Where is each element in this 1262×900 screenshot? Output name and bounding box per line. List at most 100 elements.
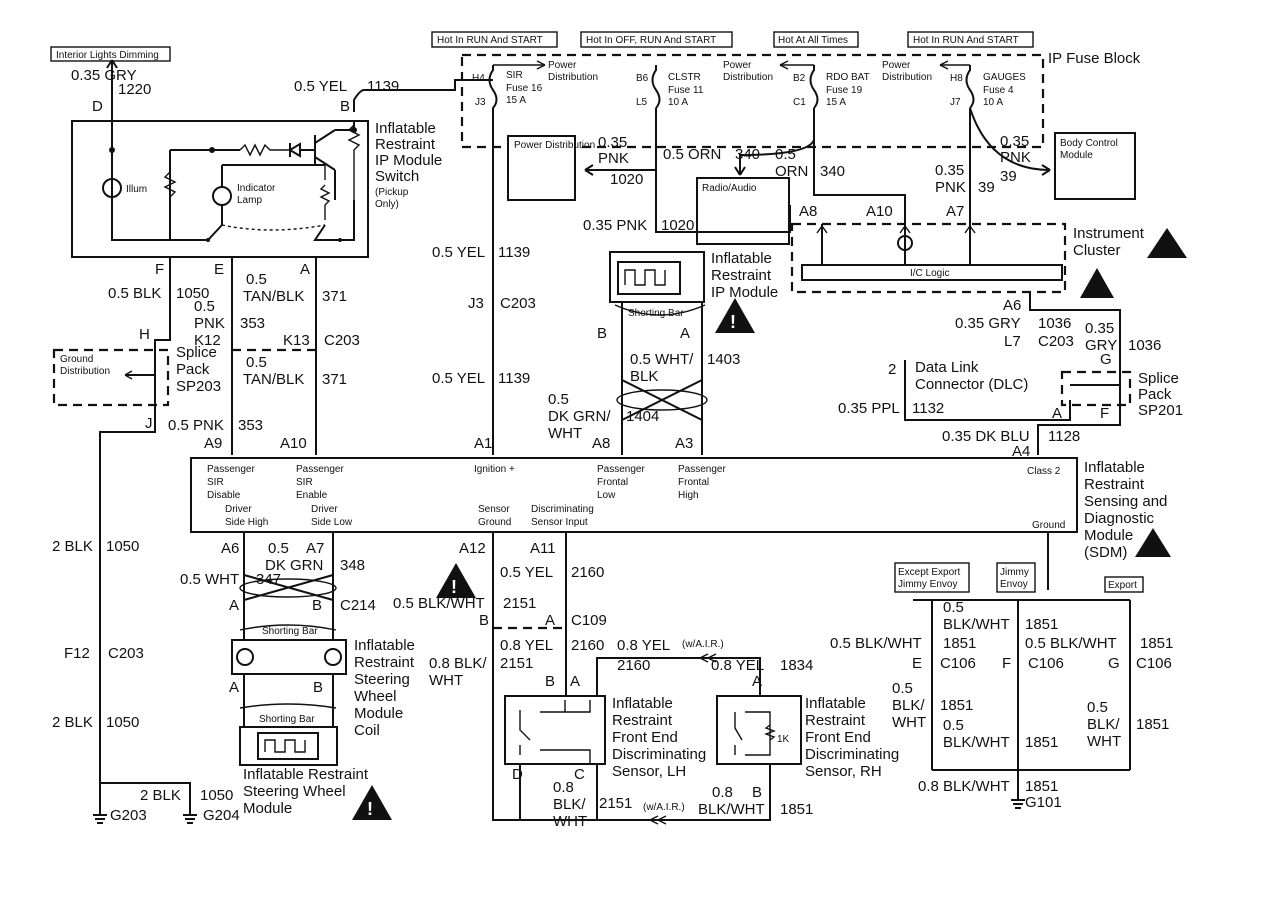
fuse4-symbol — [965, 65, 975, 109]
fuse2-pin-top: B6 — [636, 73, 649, 84]
warning-triangle-icon — [715, 298, 755, 333]
svg-text:C203: C203 — [324, 332, 360, 349]
front-sensors: ! A12 A11 0.5 YEL 2160 0.5 BLK/WHT 2151 … — [393, 532, 899, 830]
warning-triangle-icon-2 — [352, 785, 392, 820]
svg-text:Disable: Disable — [207, 490, 241, 501]
sdm-box — [190, 457, 1078, 533]
fuse1-pin-bot: J3 — [475, 97, 486, 108]
svg-text:1128: 1128 — [1048, 428, 1080, 445]
header-dimming: Interior Lights Dimming — [56, 50, 159, 61]
svg-text:1050: 1050 — [106, 538, 139, 555]
svg-text:D: D — [512, 766, 523, 783]
svg-text:A3: A3 — [675, 435, 693, 452]
fuse3-pin-top: B2 — [793, 73, 806, 84]
svg-text:Restraint: Restraint — [805, 712, 866, 729]
svg-text:0.8 BLK/WHT: 0.8 BLK/WHT — [918, 778, 1010, 795]
svg-text:C203: C203 — [1038, 333, 1074, 350]
svg-text:1050: 1050 — [176, 285, 209, 302]
svg-text:F12: F12 — [64, 645, 90, 662]
svg-text:F: F — [1002, 655, 1011, 672]
svg-text:A12: A12 — [459, 540, 486, 557]
svg-text:0.5: 0.5 — [268, 540, 289, 557]
svg-text:DK GRN/: DK GRN/ — [548, 408, 611, 425]
svg-text:2151: 2151 — [500, 655, 533, 672]
svg-text:Coil: Coil — [354, 722, 380, 739]
power-distribution-box — [507, 135, 576, 201]
squib-icon-2 — [264, 739, 306, 753]
svg-text:C: C — [574, 766, 585, 783]
svg-text:C203: C203 — [108, 645, 144, 662]
svg-text:Class 2: Class 2 — [1027, 466, 1061, 477]
fuse2-pin-bot: L5 — [636, 97, 648, 108]
svg-text:B: B — [597, 325, 607, 342]
indicator-label: Indicator — [237, 183, 276, 194]
illum-label: Illum — [126, 184, 147, 195]
svg-text:0.35 DK BLU: 0.35 DK BLU — [942, 428, 1030, 445]
svg-text:1404: 1404 — [626, 408, 659, 425]
svg-text:1851: 1851 — [943, 635, 976, 652]
ip-fuse-block: IP Fuse Block H4 J3 SIR Fuse 16 15 A Pow… — [460, 50, 1141, 150]
svg-text:A6: A6 — [1003, 297, 1021, 314]
svg-text:E: E — [214, 261, 224, 278]
svg-text:0.35: 0.35 — [1085, 320, 1114, 337]
svg-text:2160: 2160 — [617, 657, 650, 674]
svg-text:1050: 1050 — [200, 787, 233, 804]
header-hot-off-run-start: Hot In OFF, RUN And START — [586, 35, 716, 46]
svg-text:0.5 YEL: 0.5 YEL — [294, 78, 347, 95]
svg-text:A: A — [300, 261, 310, 278]
svg-text:2151: 2151 — [599, 795, 632, 812]
svg-text:Enable: Enable — [296, 490, 328, 501]
svg-text:2 BLK: 2 BLK — [52, 538, 93, 555]
svg-text:C106: C106 — [1028, 655, 1064, 672]
svg-text:A: A — [229, 679, 239, 696]
svg-text:Envoy: Envoy — [1000, 579, 1028, 590]
svg-text:G101: G101 — [1025, 794, 1062, 811]
svg-text:0.8 BLK/: 0.8 BLK/ — [429, 655, 487, 672]
svg-text:Passenger: Passenger — [207, 464, 255, 475]
svg-text:H: H — [139, 326, 150, 343]
svg-text:Passenger: Passenger — [597, 464, 645, 475]
svg-text:39: 39 — [978, 179, 995, 196]
svg-text:B: B — [545, 673, 555, 690]
svg-text:0.35: 0.35 — [935, 162, 964, 179]
svg-text:1050: 1050 — [106, 714, 139, 731]
svg-text:0.35 PNK: 0.35 PNK — [583, 217, 647, 234]
svg-text:IP Module: IP Module — [375, 152, 442, 169]
svg-text:!: ! — [367, 799, 373, 819]
svg-text:ORN: ORN — [775, 163, 808, 180]
fuse3-name: RDO BAT — [826, 72, 870, 83]
svg-text:Front End: Front End — [612, 729, 678, 746]
svg-text:K12: K12 — [194, 332, 221, 349]
fuse4-fuse: Fuse 4 — [983, 85, 1014, 96]
svg-text:Shorting Bar: Shorting Bar — [259, 714, 315, 725]
svg-text:1K: 1K — [777, 734, 790, 745]
svg-text:Sensor Input: Sensor Input — [531, 517, 588, 528]
svg-text:TAN/BLK: TAN/BLK — [243, 288, 304, 305]
steering-wires: 2 BLK 1050 A6 0.5 A7 DK GRN 348 0.5 WHT … — [52, 532, 415, 820]
svg-text:Ground: Ground — [1032, 520, 1065, 531]
fuse4-amps: 10 A — [983, 97, 1003, 108]
svg-text:SP203: SP203 — [176, 378, 221, 395]
svg-text:0.5 PNK: 0.5 PNK — [168, 417, 224, 434]
svg-text:A7: A7 — [946, 203, 964, 220]
svg-text:B: B — [479, 612, 489, 629]
svg-text:0.8 YEL: 0.8 YEL — [500, 637, 553, 654]
fuse1-pin-top: H4 — [472, 73, 485, 84]
svg-text:340: 340 — [820, 163, 845, 180]
svg-text:A4: A4 — [1012, 443, 1030, 460]
dlc-area: A6 0.35 GRY 1036 L7 C203 0.35 GRY 1036 G… — [838, 292, 1183, 460]
svg-text:WHT: WHT — [892, 714, 926, 731]
ip-switch-box — [71, 120, 369, 258]
svg-text:0.5 YEL: 0.5 YEL — [432, 244, 485, 261]
svg-text:0.8 YEL: 0.8 YEL — [711, 657, 764, 674]
wl-035gry: 0.35 GRY — [71, 67, 137, 84]
svg-text:Restraint: Restraint — [711, 267, 772, 284]
ground-right: Except Export Jimmy Envoy Jimmy Envoy Ex… — [830, 532, 1173, 811]
svg-text:Side High: Side High — [225, 517, 268, 528]
svg-text:Sensor, RH: Sensor, RH — [805, 763, 882, 780]
svg-text:1851: 1851 — [1025, 616, 1058, 633]
svg-text:DK GRN: DK GRN — [265, 557, 323, 574]
fuse3-amps: 15 A — [826, 97, 846, 108]
svg-text:C214: C214 — [340, 597, 376, 614]
